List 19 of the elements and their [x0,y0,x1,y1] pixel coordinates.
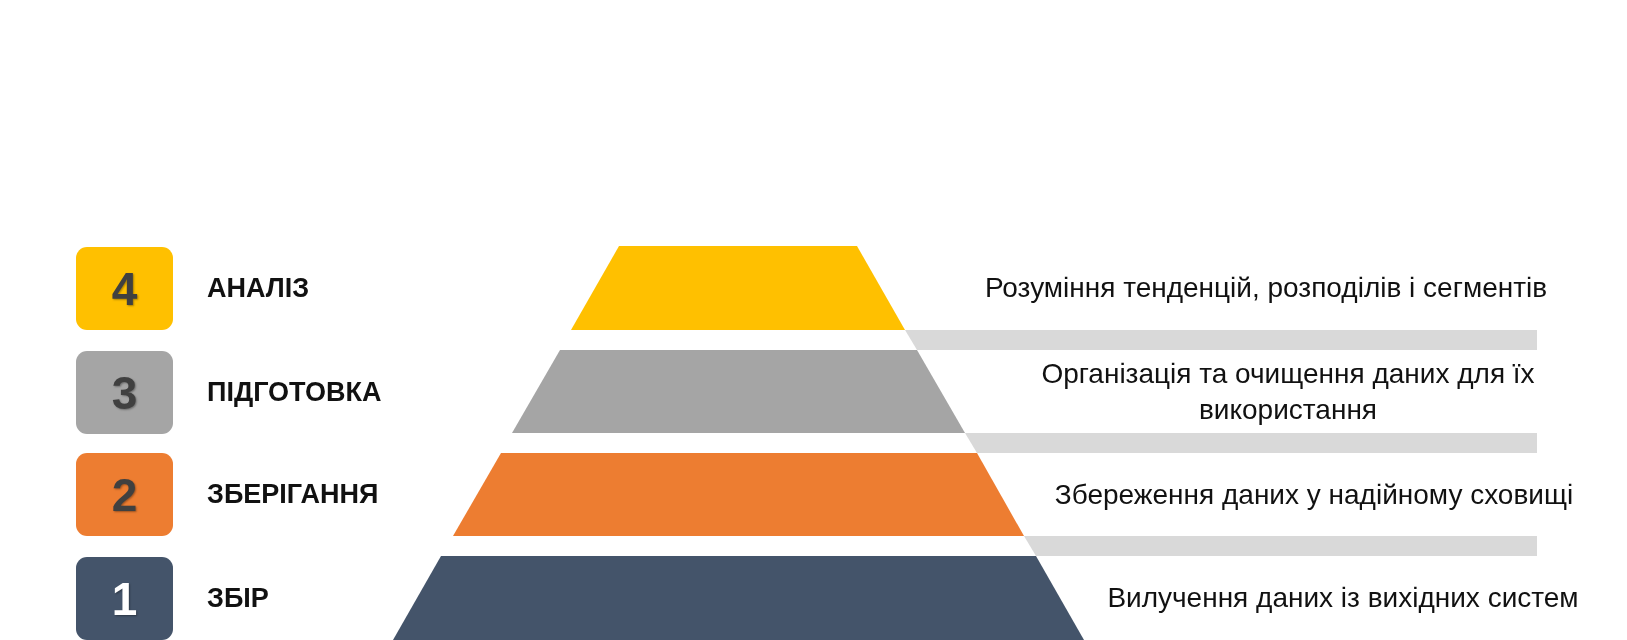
stage-name: АНАЛІЗ [207,273,310,304]
separator-bar [905,330,1537,350]
separator-bar [965,433,1537,453]
stage-name: ЗБЕРІГАННЯ [207,479,379,510]
pyramid-tier [571,246,905,330]
step-number-badge: 4 [76,247,173,330]
pyramid-tier [393,556,1084,640]
step-number-badge: 3 [76,351,173,434]
tier-description: Організація та очищення даних для їх використання [1040,357,1536,427]
pyramid-tier [453,453,1024,536]
step-number-badge: 2 [76,453,173,536]
tier-description: Розуміння тенденцій, розподілів і сегментів [984,271,1548,306]
tier-description: Вилучення даних із вихідних систем [1107,581,1579,616]
stage-name: ПІДГОТОВКА [207,377,382,408]
step-number-badge: 1 [76,557,173,640]
separator-bar [1024,536,1537,556]
tier-description: Збереження даних у надійному сховищі [1054,478,1574,513]
pyramid-tier [512,350,965,433]
stage-name: ЗБІР [207,583,269,614]
